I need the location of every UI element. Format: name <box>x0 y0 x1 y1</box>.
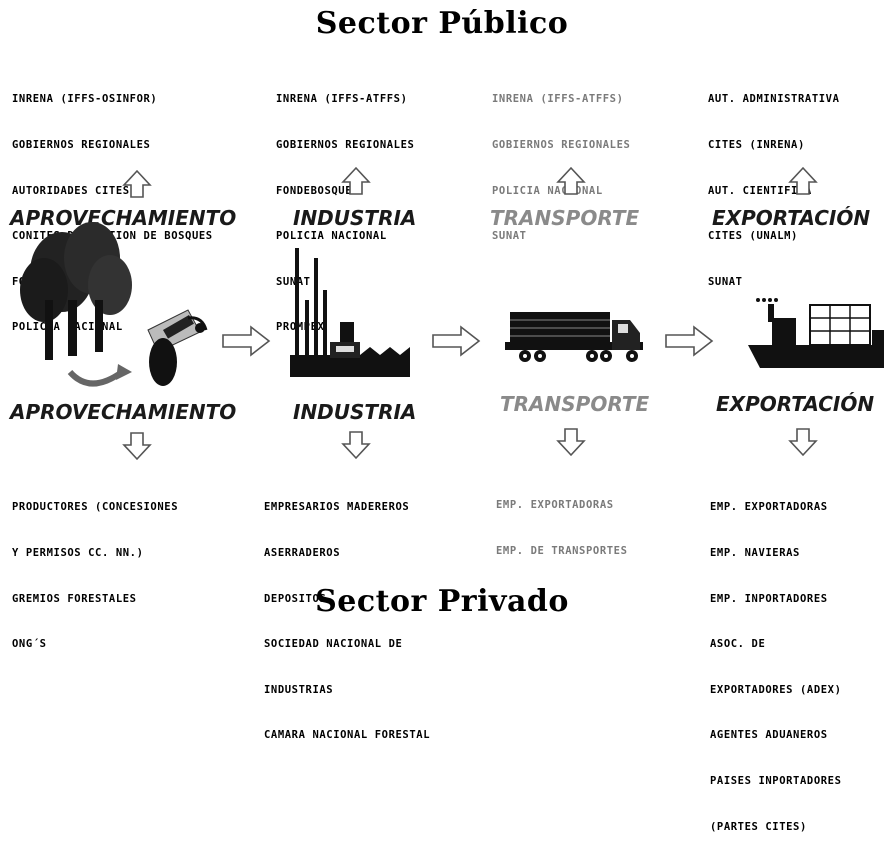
stage-label-exportacion-bottom: EXPORTACIÓN <box>716 392 875 416</box>
list-item: AUT. ADMINISTRATIVA <box>708 93 840 106</box>
list-item: EMP. EXPORTADORAS <box>710 501 828 514</box>
arrow-up-icon <box>123 170 151 198</box>
arrow-right-icon <box>222 326 270 356</box>
list-item: EMP. NAVIERAS <box>710 547 800 560</box>
stage-label-industria-top: INDUSTRIA <box>293 206 417 230</box>
list-item: ONG´S <box>12 638 47 651</box>
list-item: SUNAT <box>276 275 311 288</box>
arrow-right-icon <box>665 326 713 356</box>
private-list-transporte: EMP. EXPORTADORAS EMP. DE TRANSPORTES <box>496 468 628 574</box>
list-item: EXPORTADORES (ADEX) <box>710 683 842 696</box>
public-list-industria: INRENA (IFFS-ATFFS) GOBIERNOS REGIONALES… <box>276 62 414 351</box>
list-item: PROMPEX <box>276 321 325 334</box>
stage-label-exportacion-top: EXPORTACIÓN <box>712 206 871 230</box>
list-item: EMP. EXPORTADORAS <box>496 499 614 512</box>
private-list-aprovechamiento: PRODUCTORES (CONCESIONES Y PERMISOS CC. … <box>12 470 178 668</box>
arrow-down-icon <box>557 428 585 456</box>
list-item: Y PERMISOS CC. NN.) <box>12 547 144 560</box>
list-item: ASOC. DE <box>710 638 766 651</box>
factory-icon <box>290 248 410 377</box>
list-item: CITES (UNALM) <box>708 230 798 243</box>
title-sector-privado: Sector Privado <box>315 584 569 619</box>
arrow-down-icon <box>123 432 151 460</box>
list-item: GOBIERNOS REGIONALES <box>492 139 631 152</box>
arrow-up-icon <box>789 167 817 195</box>
stage-label-industria-bottom: INDUSTRIA <box>293 400 417 424</box>
arrow-up-icon <box>342 167 370 195</box>
list-item: POLICIA NACIONAL <box>276 230 387 243</box>
list-item: SUNAT <box>492 230 527 243</box>
stage-label-aprovechamiento-top: APROVECHAMIENTO <box>10 206 237 230</box>
list-item: INRENA (IFFS-ATFFS) <box>276 93 408 106</box>
arrow-up-icon <box>557 167 585 195</box>
arrow-down-icon <box>342 431 370 459</box>
list-item: (PARTES CITES) <box>710 820 807 833</box>
list-item: FONDEBOSQUE <box>276 184 353 197</box>
list-item: CITES (INRENA) <box>708 139 805 152</box>
list-item: AGENTES ADUANEROS <box>710 729 828 742</box>
list-item: INDUSTRIAS <box>264 683 334 696</box>
stage-label-transporte-bottom: TRANSPORTE <box>500 392 650 416</box>
list-item: PAISES INPORTADORES <box>710 775 842 788</box>
list-item: CAMARA NACIONAL FORESTAL <box>264 729 431 742</box>
list-item: SUNAT <box>708 275 743 288</box>
list-item: EMP. DE TRANSPORTES <box>496 545 628 558</box>
trees-icon <box>20 222 132 387</box>
arrow-down-icon <box>789 428 817 456</box>
list-item: EMP. INPORTADORES <box>710 592 828 605</box>
diagram-artwork <box>20 167 884 460</box>
list-item: GOBIERNOS REGIONALES <box>12 139 151 152</box>
arrow-right-icon <box>432 326 480 356</box>
public-list-exportacion: AUT. ADMINISTRATIVA CITES (INRENA) AUT. … <box>708 62 840 305</box>
title-sector-publico: Sector Público <box>315 6 569 41</box>
list-item: GREMIOS FORESTALES <box>12 592 137 605</box>
list-item: INRENA (IFFS-ATFFS) <box>492 93 624 106</box>
list-item: SOCIEDAD NACIONAL DE <box>264 638 403 651</box>
list-item: PRODUCTORES (CONCESIONES <box>12 501 179 514</box>
list-item: DEPOSITOS <box>264 592 327 605</box>
log-icon <box>147 309 208 386</box>
list-item: ASERRADEROS <box>264 547 341 560</box>
list-item: AUTORIDADES CITES <box>12 184 130 197</box>
truck-icon <box>505 312 643 362</box>
stage-label-aprovechamiento-bottom: APROVECHAMIENTO <box>10 400 237 424</box>
stage-label-transporte-top: TRANSPORTE <box>490 206 640 230</box>
list-item: GOBIERNOS REGIONALES <box>276 139 415 152</box>
list-item: EMPRESARIOS MADEREROS <box>264 501 410 514</box>
ship-icon <box>748 298 884 368</box>
list-item: INRENA (IFFS-OSINFOR) <box>12 93 158 106</box>
list-item: AUT. CIENTIFICA <box>708 184 812 197</box>
public-list-transporte: INRENA (IFFS-ATFFS) GOBIERNOS REGIONALES… <box>492 62 630 260</box>
